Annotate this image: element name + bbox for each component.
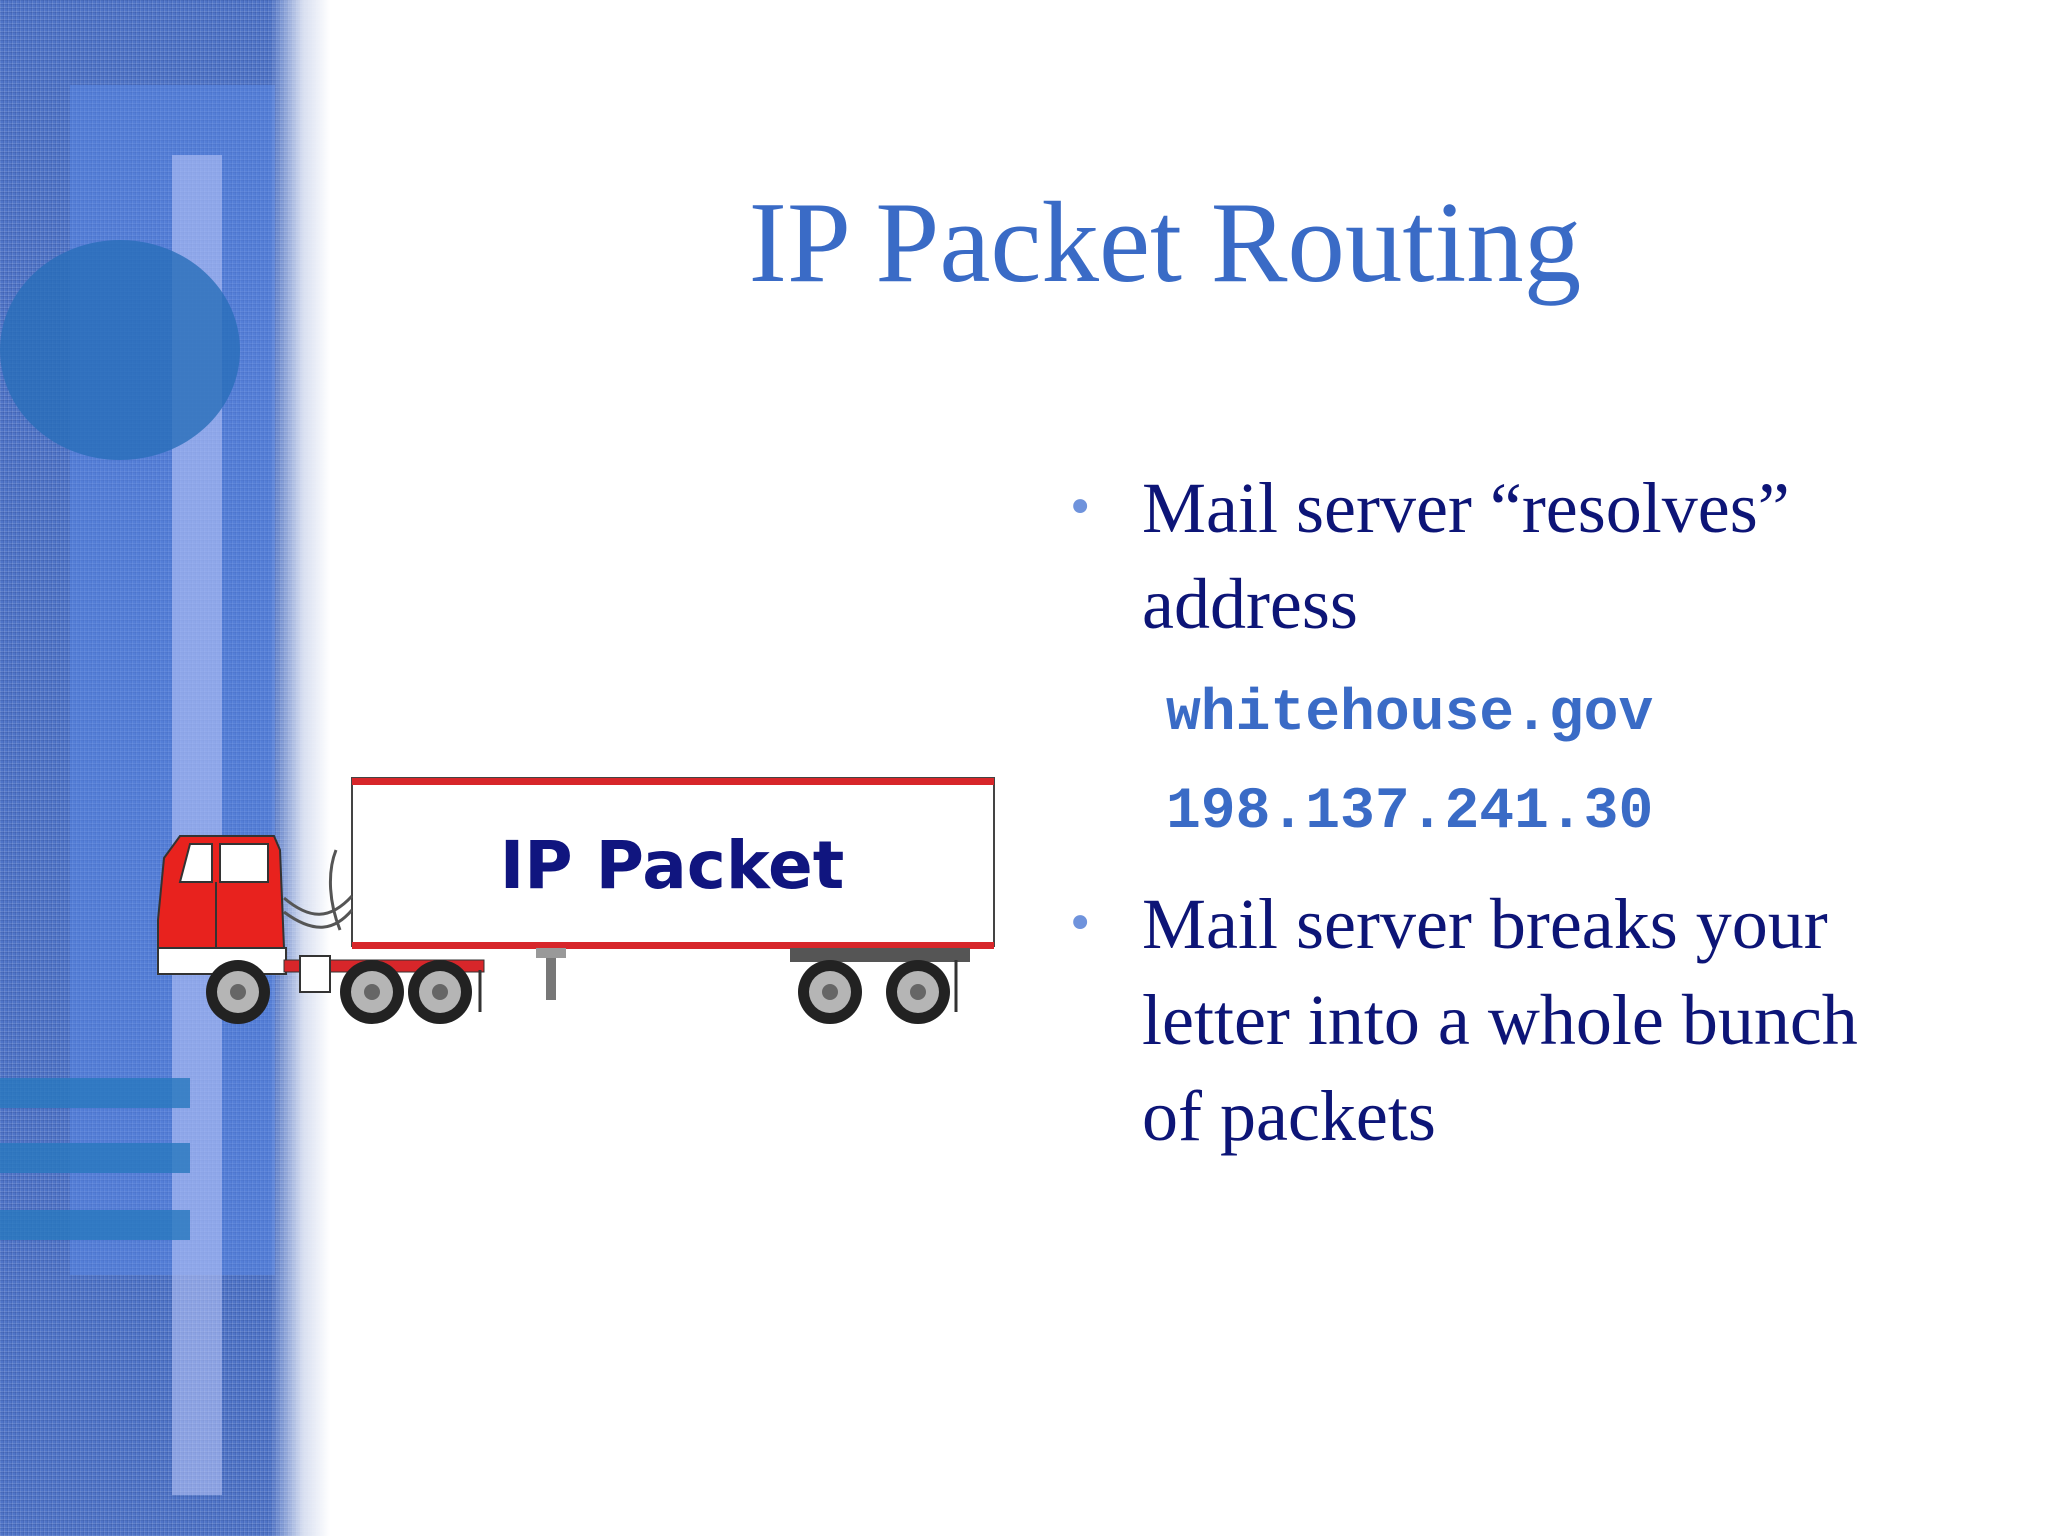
bullet-icon: • [1066,480,1095,536]
ip-address: 198.137.241.30 [1166,780,1654,845]
bullet-text-line: letter into a whole bunch [1142,980,1858,1060]
decorative-circle [0,240,240,460]
bullet-item: • Mail server “resolves” address [1060,460,2010,652]
drive-wheel [340,960,404,1024]
code-block: whitehouse.gov 198.137.241.30 [1060,666,2010,862]
front-wheel [206,960,270,1024]
trailer-landing-gear [546,948,556,1000]
cab-window [178,843,213,883]
decorative-bar [0,1210,190,1240]
slide-title: IP Packet Routing [748,179,1582,306]
trailer-label: IP Packet [499,826,845,904]
cab-window [219,843,269,883]
trailer-rear-chassis [790,948,970,962]
bullet-text-line: address [1142,564,1358,644]
decorative-bar [0,1078,190,1108]
trailer-wheel [886,960,950,1024]
trailer-bottom-stripe [352,942,994,949]
bullet-icon: • [1066,896,1095,952]
trailer-wheel [798,960,862,1024]
bullet-text-line: Mail server breaks your [1142,884,1828,964]
bullet-item: • Mail server breaks your letter into a … [1060,876,2010,1164]
trailer-top-stripe [352,778,994,785]
side-band-shadow [270,0,330,1536]
truck-illustration [157,777,995,1024]
fuel-tank [299,955,331,993]
domain-name: whitehouse.gov [1166,682,1654,747]
drive-wheel [408,960,472,1024]
bullet-text-line: Mail server “resolves” [1142,468,1790,548]
trailer-box [351,777,995,947]
decorative-bar [0,1143,190,1173]
bullet-text-line: of packets [1142,1076,1436,1156]
bullet-list: • Mail server “resolves” address whiteho… [1060,460,2010,1164]
